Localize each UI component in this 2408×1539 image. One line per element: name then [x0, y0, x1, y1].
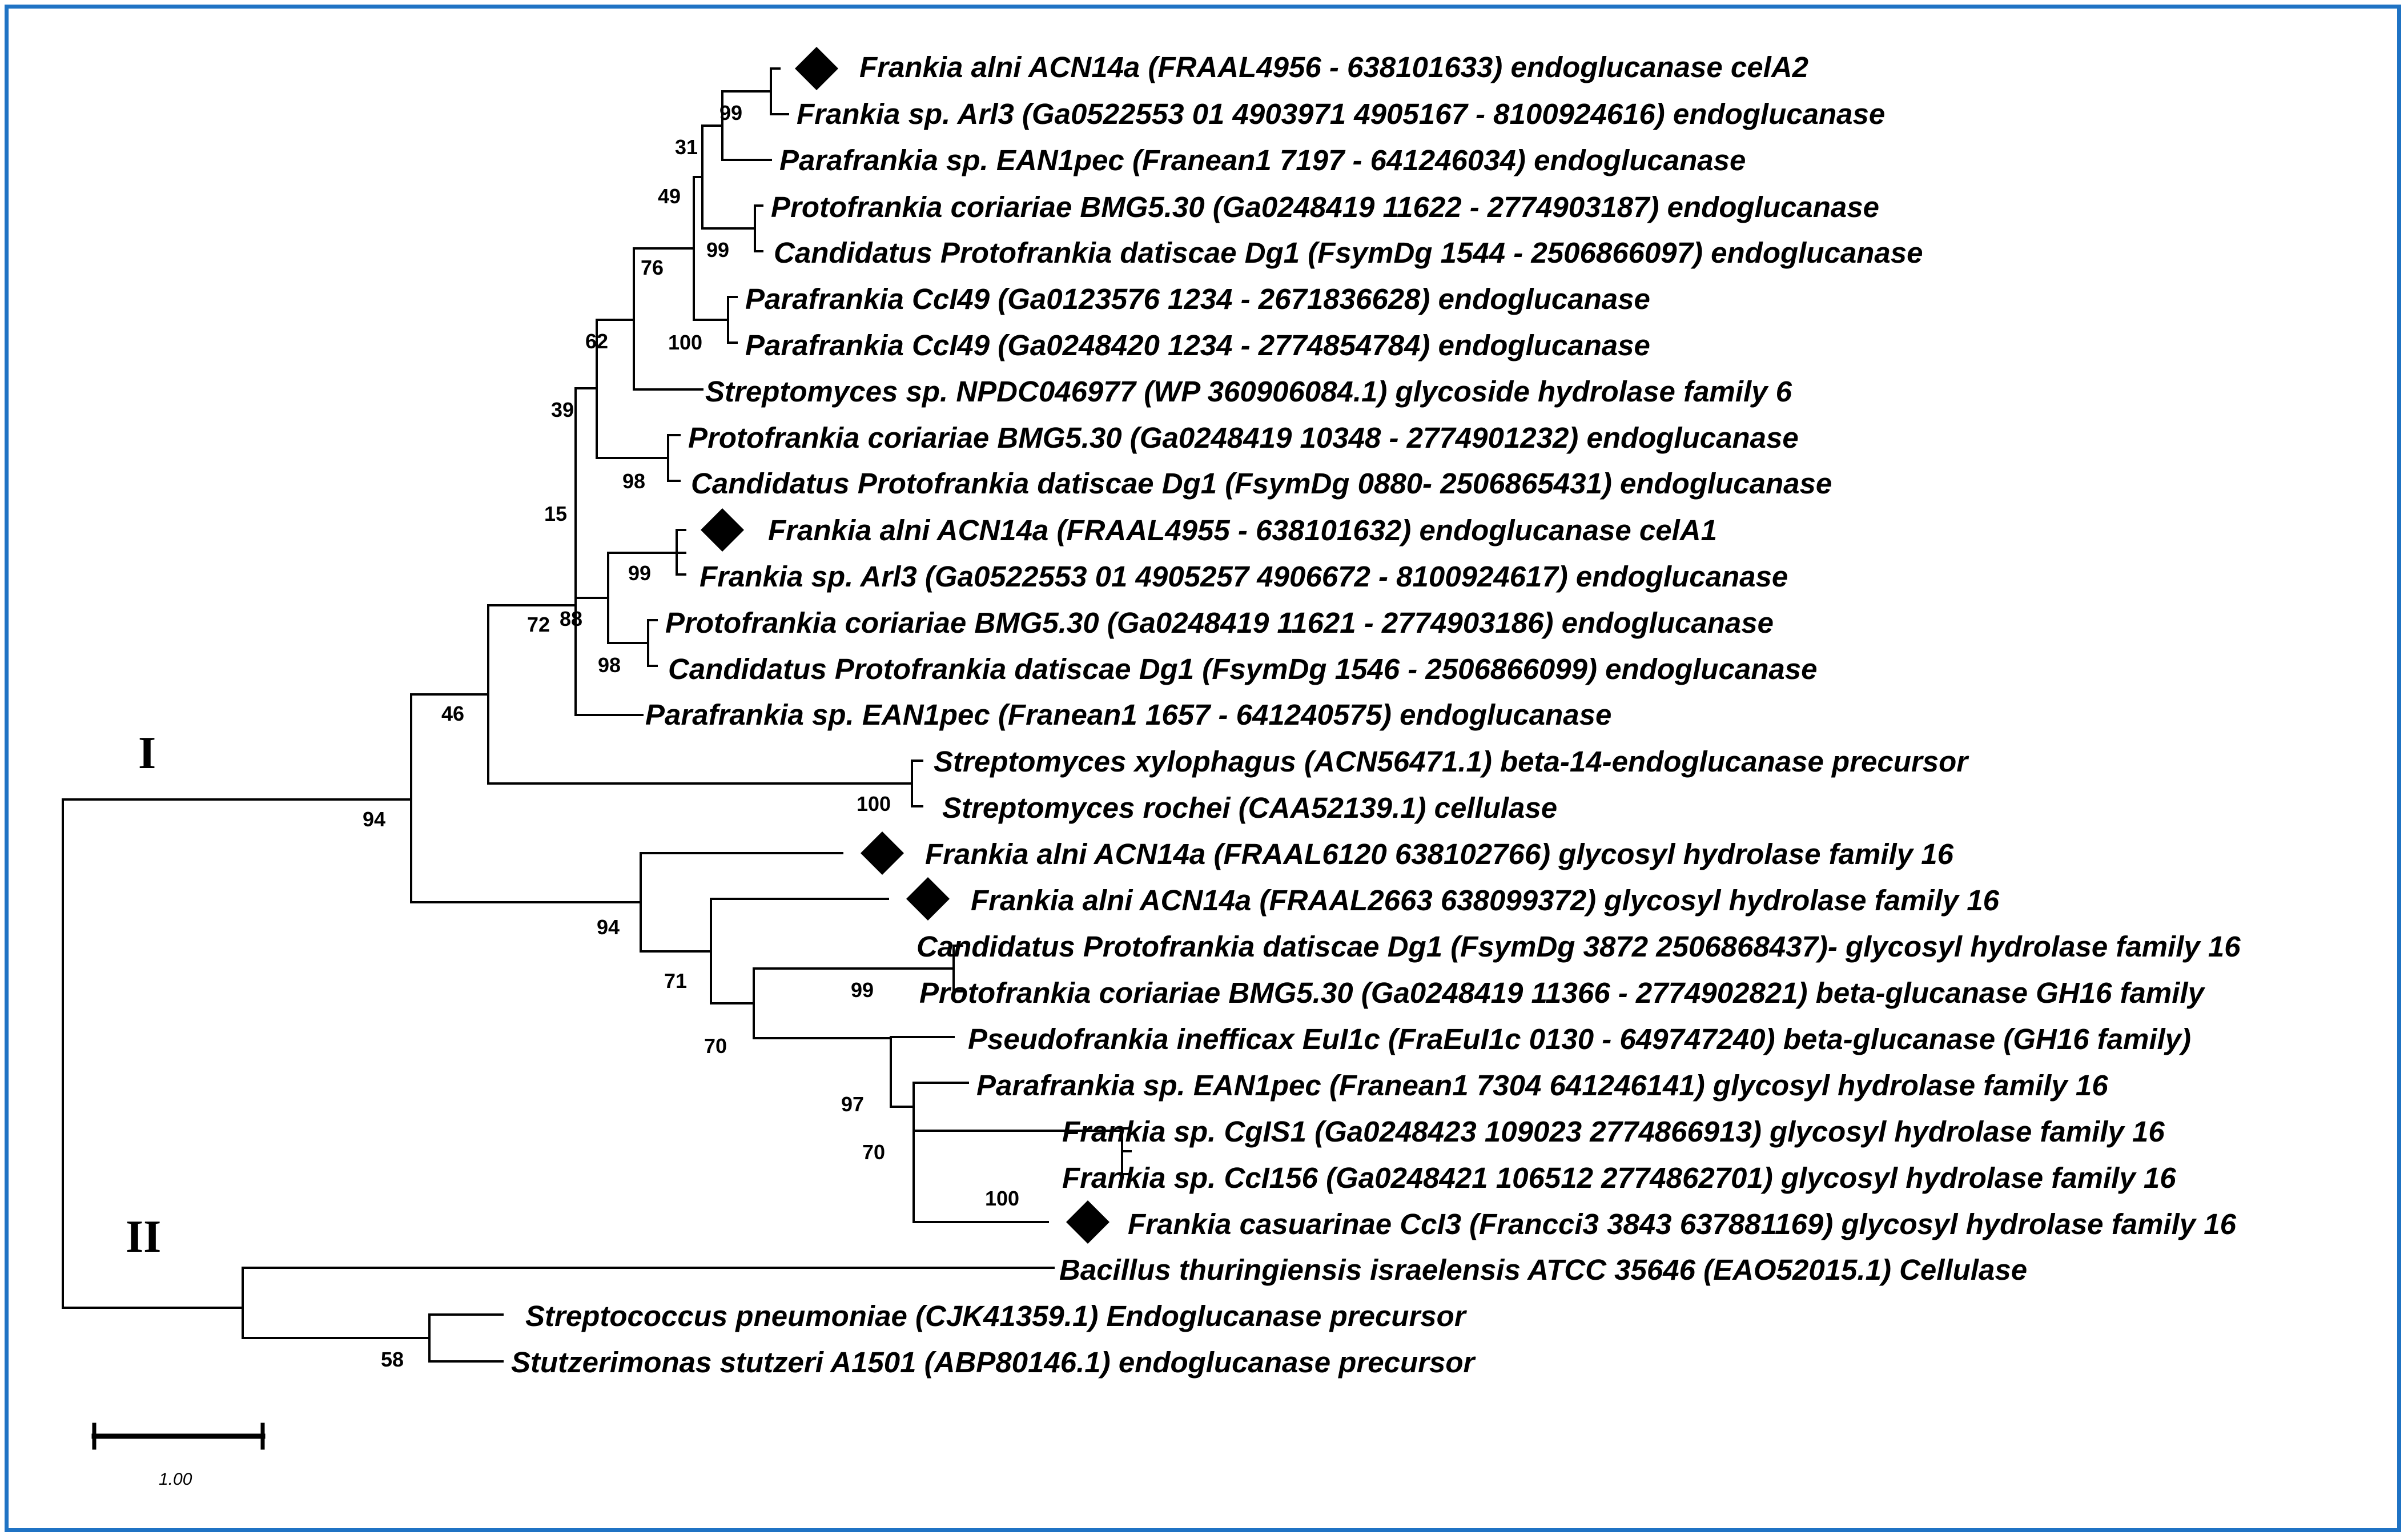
diamond-marker-icon: [906, 877, 950, 921]
taxon-label: Protofrankia coriariae BMG5.30 (Ga024841…: [665, 606, 1774, 639]
bootstrap-value: 62: [585, 330, 608, 353]
taxon-label: Parafrankia CcI49 (Ga0248420 1234 - 2774…: [745, 329, 1650, 361]
taxon-label: Parafrankia CcI49 (Ga0123576 1234 - 2671…: [745, 283, 1650, 315]
taxon-label: Candidatus Protofrankia datiscae Dg1 (Fs…: [774, 236, 1923, 269]
taxon-label: Streptomyces sp. NPDC046977 (WP 36090608…: [705, 375, 1792, 408]
bootstrap-value: 49: [658, 184, 681, 208]
bootstrap-value: 94: [363, 807, 385, 831]
bootstrap-value: 100: [985, 1187, 1019, 1210]
bootstrap-value: 46: [441, 702, 464, 725]
bootstrap-value: 70: [704, 1034, 727, 1058]
bootstrap-value: 31: [675, 135, 698, 159]
bootstrap-value: 71: [664, 969, 687, 992]
bootstrap-value: 98: [622, 469, 645, 493]
taxon-label: Frankia sp. CcI156 (Ga0248421 106512 277…: [1062, 1162, 2176, 1194]
bootstrap-value: 39: [551, 398, 574, 421]
figure-frame: [5, 5, 2401, 1532]
bootstrap-value: 94: [597, 915, 620, 939]
taxon-label: Streptomyces rochei (CAA52139.1) cellula…: [942, 791, 1557, 824]
taxon-label: Stutzerimonas stutzeri A1501 (ABP80146.1…: [511, 1346, 1477, 1379]
taxon-labels: Frankia alni ACN14a (FRAAL4956 - 6381016…: [511, 51, 2241, 1379]
bootstrap-value: 58: [381, 1348, 404, 1371]
bootstrap-value: 100: [857, 792, 891, 815]
taxon-label: Frankia alni ACN14a (FRAAL4955 - 6381016…: [768, 514, 1717, 547]
taxon-label: Streptomyces xylophagus (ACN56471.1) bet…: [934, 745, 1969, 778]
bootstrap-values: 99 31 49 99 76 100 62 39 98 15 99 72 88 …: [363, 101, 1019, 1371]
taxon-label: Protofrankia coriariae BMG5.30 (Ga024841…: [771, 191, 1879, 223]
taxon-label: Candidatus Protofrankia datiscae Dg1 (Fs…: [916, 930, 2241, 963]
diamond-markers: [701, 47, 1109, 1244]
bootstrap-value: 88: [560, 607, 582, 630]
diamond-marker-icon: [861, 831, 904, 875]
diamond-marker-icon: [1066, 1200, 1109, 1244]
taxon-label: Frankia casuarinae CcI3 (Francci3 3843 6…: [1128, 1208, 2237, 1240]
taxon-label: Parafrankia sp. EAN1pec (Franean1 7304 6…: [976, 1069, 2108, 1102]
diamond-marker-icon: [795, 47, 838, 90]
taxon-label: Protofrankia coriariae BMG5.30 (Ga024841…: [688, 421, 1799, 454]
bootstrap-value: 70: [862, 1140, 885, 1164]
taxon-label: Frankia alni ACN14a (FRAAL2663 638099372…: [971, 884, 2000, 917]
taxon-label: Frankia sp. CgIS1 (Ga0248423 109023 2774…: [1062, 1115, 2165, 1148]
bootstrap-value: 99: [719, 101, 742, 124]
cluster-label-II: II: [126, 1212, 161, 1262]
bootstrap-value: 100: [668, 331, 702, 354]
cluster-label-I: I: [138, 728, 156, 778]
taxon-label: Candidatus Protofrankia datiscae Dg1 (Fs…: [691, 467, 1832, 500]
taxon-label: Streptococcus pneumoniae (CJK41359.1) En…: [525, 1300, 1468, 1332]
taxon-label: Pseudofrankia inefficax EuI1c (FraEuI1c …: [968, 1023, 2191, 1055]
taxon-label: Frankia sp. Arl3 (Ga0522553 01 4905257 4…: [700, 560, 1788, 593]
bootstrap-value: 99: [706, 238, 729, 262]
taxon-label: Frankia alni ACN14a (FRAAL4956 - 6381016…: [859, 51, 1808, 83]
bootstrap-value: 72: [527, 613, 550, 636]
bootstrap-value: 15: [544, 502, 567, 525]
scale-bar: 1.00: [91, 1423, 266, 1489]
bootstrap-value: 98: [598, 653, 621, 677]
taxon-label: Parafrankia sp. EAN1pec (Franean1 1657 -…: [645, 698, 1611, 731]
taxon-label: Protofrankia coriariae BMG5.30 (Ga024841…: [919, 977, 2206, 1009]
bootstrap-value: 99: [628, 561, 651, 585]
tree-branches: [62, 67, 1132, 1363]
taxon-label: Frankia sp. Arl3 (Ga0522553 01 4903971 4…: [797, 98, 1885, 130]
taxon-label: Bacillus thuringiensis israelensis ATCC …: [1059, 1253, 2027, 1286]
taxon-label: Candidatus Protofrankia datiscae Dg1 (Fs…: [668, 653, 1817, 685]
bootstrap-value: 76: [641, 256, 664, 279]
scale-bar-label: 1.00: [159, 1470, 192, 1489]
bootstrap-value: 99: [851, 978, 874, 1002]
diamond-marker-icon: [701, 508, 744, 552]
taxon-label: Frankia alni ACN14a (FRAAL6120 638102766…: [925, 838, 1954, 870]
taxon-label: Parafrankia sp. EAN1pec (Franean1 7197 -…: [779, 144, 1746, 176]
bootstrap-value: 97: [841, 1092, 864, 1116]
